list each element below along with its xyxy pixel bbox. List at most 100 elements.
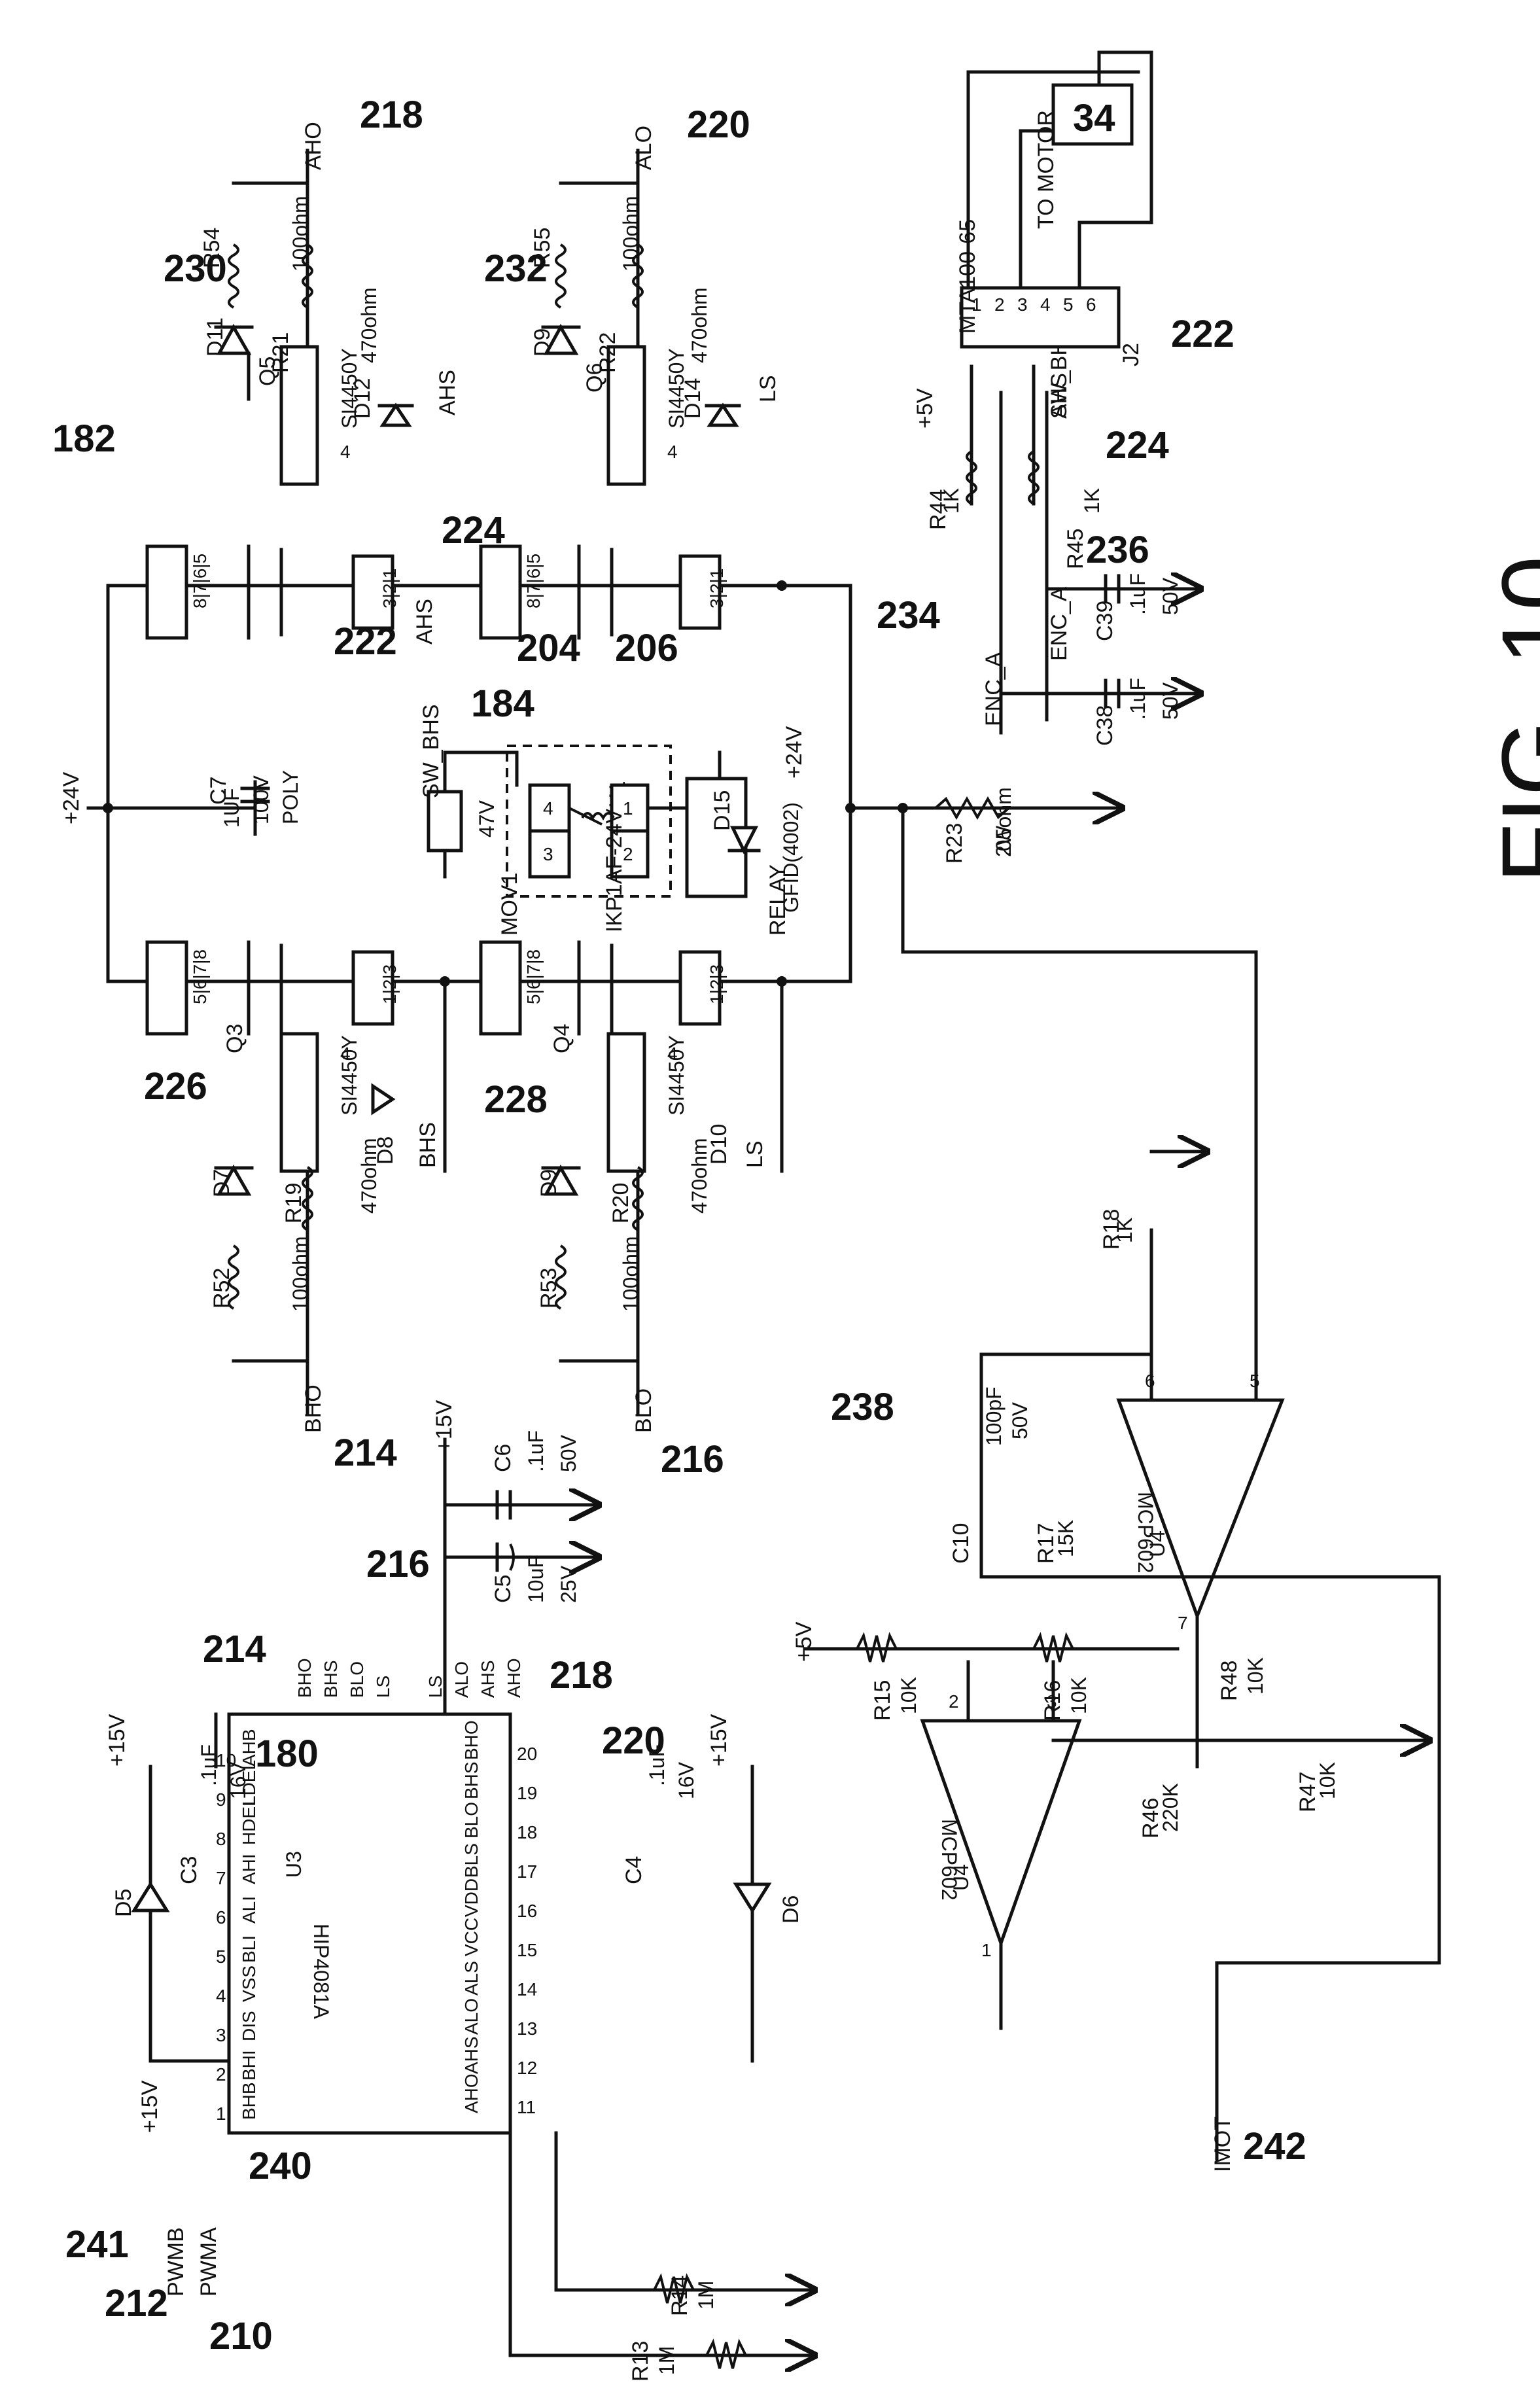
svg-text:Q5: Q5 bbox=[255, 357, 280, 386]
svg-text:C39: C39 bbox=[1093, 601, 1117, 641]
svg-text:4: 4 bbox=[340, 442, 351, 462]
svg-text:50V: 50V bbox=[1159, 682, 1182, 720]
svg-text:.1uF: .1uF bbox=[197, 1744, 220, 1786]
chip-pin-num-right-18: 18 bbox=[517, 1822, 537, 1842]
node-pwmb: PWMB bbox=[164, 2227, 188, 2297]
chip-out-label-7: AHS bbox=[478, 1660, 498, 1698]
svg-text:234: 234 bbox=[877, 594, 940, 637]
svg-text:16V: 16V bbox=[226, 1761, 250, 1799]
svg-text:1K: 1K bbox=[1113, 1218, 1136, 1243]
chip-pin-right-11: AHO bbox=[461, 2073, 481, 2113]
svg-text:238: 238 bbox=[831, 1386, 894, 1428]
svg-text:BHS: BHS bbox=[415, 1122, 440, 1168]
chip-out-label-0: BHO bbox=[294, 1658, 315, 1698]
svg-text:.1uF: .1uF bbox=[1126, 678, 1149, 720]
svg-text:8|7|6|5: 8|7|6|5 bbox=[523, 554, 544, 608]
chip-pin-num-left-6: 6 bbox=[216, 1907, 226, 1928]
q5-gate-network: D11 R54 100ohm R21 470ohm AHO 218 D12 AH… bbox=[200, 94, 460, 427]
svg-text:SI4450Y: SI4450Y bbox=[338, 348, 361, 429]
svg-text:D11: D11 bbox=[203, 317, 228, 357]
svg-text:2W: 2W bbox=[992, 825, 1015, 857]
chip-pin-num-right-15: 15 bbox=[517, 1940, 537, 1960]
chip-pin-left-2: BHI bbox=[239, 2050, 259, 2081]
ref-204: 204 bbox=[517, 627, 580, 669]
svg-text:222: 222 bbox=[1171, 313, 1234, 355]
svg-text:R16: R16 bbox=[1040, 1680, 1065, 1721]
chip-pin-left-1: BHB bbox=[239, 2082, 259, 2120]
svg-text:LS: LS bbox=[756, 375, 780, 402]
chip-pin-left-6: ALI bbox=[239, 1896, 259, 1924]
ref-184: 184 bbox=[471, 682, 534, 725]
chip-pin-num-left-2: 2 bbox=[216, 2064, 226, 2085]
svg-text:R23: R23 bbox=[942, 823, 967, 864]
svg-text:100ohm: 100ohm bbox=[619, 196, 642, 272]
opamp-u4a: U4 MCP602 2 3 1 bbox=[920, 1660, 1082, 2030]
svg-text:AHO: AHO bbox=[301, 122, 326, 170]
svg-text:J2: J2 bbox=[1119, 343, 1144, 366]
node-pwma: PWMA bbox=[196, 2227, 221, 2297]
svg-text:D10: D10 bbox=[707, 1124, 731, 1165]
svg-text:U4: U4 bbox=[1146, 1530, 1169, 1557]
connector-j2: 1 2 3 4 5 6 MTA100-65 J2 TO MOTOR 34 bbox=[955, 50, 1153, 366]
svg-text:8|7|6|5: 8|7|6|5 bbox=[190, 554, 210, 608]
chip-pin-right-19: BHS bbox=[461, 1761, 481, 1799]
svg-text:+15V: +15V bbox=[432, 1399, 457, 1452]
svg-text:BLO: BLO bbox=[631, 1388, 656, 1433]
svg-text:R46: R46 bbox=[1138, 1798, 1163, 1839]
svg-text:R19: R19 bbox=[281, 1183, 306, 1223]
chip-pin-left-5: BLI bbox=[239, 1935, 259, 1963]
rail-plus15b: +15V bbox=[137, 2080, 162, 2133]
node-swbhs: SW_BHS bbox=[419, 704, 444, 798]
svg-text:218: 218 bbox=[360, 94, 423, 136]
ref-224a: 224 bbox=[442, 509, 505, 552]
svg-text:6: 6 bbox=[1086, 294, 1096, 315]
svg-text:GFID(4002): GFID(4002) bbox=[779, 802, 803, 913]
svg-text:2: 2 bbox=[949, 1691, 959, 1712]
svg-text:10K: 10K bbox=[1067, 1677, 1091, 1714]
svg-text:D7: D7 bbox=[209, 1169, 234, 1197]
svg-text:7: 7 bbox=[1178, 1613, 1188, 1633]
ref-218b: 218 bbox=[550, 1654, 613, 1697]
svg-text:.1uF: .1uF bbox=[645, 1744, 669, 1786]
svg-text:470ohm: 470ohm bbox=[688, 287, 711, 363]
svg-text:R20: R20 bbox=[608, 1183, 633, 1223]
svg-text:C5: C5 bbox=[491, 1575, 516, 1603]
svg-text:R22: R22 bbox=[595, 332, 620, 373]
rail-plus15d: +15V bbox=[707, 1714, 731, 1767]
ref-232: 232 bbox=[484, 247, 548, 290]
chip-out-label-6: ALO bbox=[451, 1661, 472, 1698]
svg-text:+24V: +24V bbox=[782, 726, 807, 779]
svg-text:100V: 100V bbox=[249, 775, 273, 824]
svg-text:1M: 1M bbox=[655, 2346, 678, 2375]
svg-text:D14: D14 bbox=[680, 378, 705, 419]
chip-out-label-2: BLO bbox=[347, 1661, 367, 1698]
chip-pin-left-9: LDEL bbox=[239, 1760, 259, 1806]
chip-pin-num-left-1: 1 bbox=[216, 2104, 226, 2124]
svg-text:R53: R53 bbox=[536, 1268, 561, 1309]
svg-text:ENC_A: ENC_A bbox=[1047, 586, 1072, 661]
svg-text:R54: R54 bbox=[200, 228, 224, 268]
chip-pin-num-left-7: 7 bbox=[216, 1868, 226, 1888]
chip-pin-right-15: VCC bbox=[461, 1918, 481, 1956]
bootstrap-network: D5 C3 .1uF 16V D6 C4 .1uF 16V bbox=[111, 1712, 803, 2063]
opamp-u4b: U4 MCP602 6 5 7 bbox=[1116, 1371, 1285, 1769]
svg-text:R21: R21 bbox=[268, 332, 293, 373]
svg-text:50V: 50V bbox=[1159, 577, 1182, 615]
svg-text:AHS: AHS bbox=[435, 370, 460, 415]
capacitor-c7: C7 1UF 100V POLY bbox=[206, 770, 302, 836]
chip-out-label-1: BHS bbox=[321, 1660, 341, 1698]
chip-pin-left-10: AHB bbox=[239, 1729, 259, 1767]
chip-pin-num-left-8: 8 bbox=[216, 1829, 226, 1849]
mosfet-q6: 8|7|6|5 3|2|1 SI4450Y Q6 4 bbox=[479, 345, 727, 640]
svg-text:3|2|1: 3|2|1 bbox=[707, 569, 727, 608]
svg-text:47V: 47V bbox=[475, 800, 499, 837]
svg-text:+5V: +5V bbox=[792, 1621, 816, 1662]
svg-text:ALO: ALO bbox=[631, 126, 656, 170]
svg-text:2: 2 bbox=[623, 844, 633, 864]
svg-text:10K: 10K bbox=[1316, 1762, 1339, 1799]
chip-pin-num-left-3: 3 bbox=[216, 2025, 226, 2045]
ref-210: 210 bbox=[209, 2315, 273, 2357]
chip-pin-num-right-12: 12 bbox=[517, 2058, 537, 2078]
svg-text:236: 236 bbox=[1086, 529, 1149, 571]
svg-text:Q4: Q4 bbox=[550, 1024, 574, 1053]
